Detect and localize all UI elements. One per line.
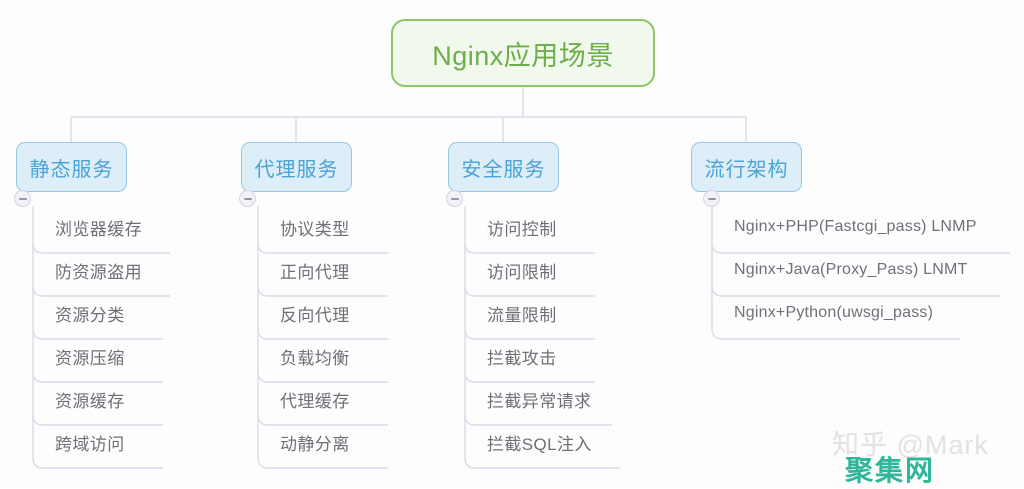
leaf-node-label: 资源压缩 (55, 348, 125, 368)
leaf-node[interactable]: 流量限制 (487, 298, 557, 328)
minus-circle-icon (450, 197, 459, 200)
leaf-node[interactable]: 防资源盗用 (55, 255, 142, 285)
branch-node-label: 安全服务 (461, 158, 546, 181)
leaf-node[interactable]: Nginx+Java(Proxy_Pass) LNMT (734, 255, 967, 285)
leaf-node-label: 资源缓存 (55, 391, 125, 411)
leaf-node-label: 访问控制 (487, 219, 557, 239)
leaf-node-label: 流量限制 (487, 305, 557, 325)
branch-node-popular-architecture[interactable]: 流行架构 (691, 142, 802, 192)
collapse-toggle-proxy-service[interactable] (239, 190, 256, 207)
branch-node-label: 代理服务 (254, 158, 339, 181)
leaf-node-label: 反向代理 (280, 305, 350, 325)
leaf-node-label: 防资源盗用 (55, 262, 142, 282)
leaf-node[interactable]: 访问限制 (487, 255, 557, 285)
site-watermark: 聚集网 (845, 455, 936, 486)
leaf-node-label: 负载均衡 (280, 348, 350, 368)
branch-node-static-service[interactable]: 静态服务 (16, 142, 127, 192)
branch-node-security-service[interactable]: 安全服务 (448, 142, 559, 192)
leaf-node[interactable]: 访问控制 (487, 212, 557, 242)
leaf-node[interactable]: 协议类型 (280, 212, 350, 242)
leaf-node-label: 访问限制 (487, 262, 557, 282)
leaf-node[interactable]: Nginx+PHP(Fastcgi_pass) LNMP (734, 212, 977, 242)
leaf-node[interactable]: 跨域访问 (55, 427, 125, 457)
minus-circle-icon (18, 197, 27, 200)
branch-node-proxy-service[interactable]: 代理服务 (241, 142, 352, 192)
leaf-node-label: 拦截异常请求 (487, 391, 592, 411)
leaf-node[interactable]: 代理缓存 (280, 384, 350, 414)
minus-circle-icon (707, 197, 716, 200)
leaf-node[interactable]: 浏览器缓存 (55, 212, 142, 242)
collapse-toggle-popular-architecture[interactable] (703, 190, 720, 207)
leaf-node[interactable]: 资源压缩 (55, 341, 125, 371)
root-node-label: Nginx应用场景 (432, 40, 614, 71)
branch-node-label: 流行架构 (704, 158, 789, 181)
leaf-node[interactable]: 负载均衡 (280, 341, 350, 371)
leaf-node-label: 资源分类 (55, 305, 125, 325)
leaf-node[interactable]: 资源缓存 (55, 384, 125, 414)
leaf-node[interactable]: 反向代理 (280, 298, 350, 328)
leaf-node-label: Nginx+Python(uwsgi_pass) (734, 304, 934, 321)
leaf-node[interactable]: 资源分类 (55, 298, 125, 328)
collapse-toggle-security-service[interactable] (446, 190, 463, 207)
root-node[interactable]: Nginx应用场景 (391, 19, 655, 87)
leaf-node-label: 动静分离 (280, 434, 350, 454)
leaf-node-label: Nginx+PHP(Fastcgi_pass) LNMP (734, 218, 977, 235)
leaf-node[interactable]: 拦截SQL注入 (487, 427, 592, 457)
collapse-toggle-static-service[interactable] (14, 190, 31, 207)
leaf-node-label: 代理缓存 (280, 391, 350, 411)
leaf-node-label: 协议类型 (280, 219, 350, 239)
leaf-node-label: 拦截攻击 (487, 348, 557, 368)
leaf-node[interactable]: 拦截异常请求 (487, 384, 591, 414)
leaf-node-label: 跨域访问 (55, 434, 125, 454)
leaf-node[interactable]: 正向代理 (280, 255, 350, 285)
minus-circle-icon (243, 197, 252, 200)
leaf-node-label: Nginx+Java(Proxy_Pass) LNMT (734, 261, 968, 278)
leaf-node[interactable]: 动静分离 (280, 427, 350, 457)
branch-node-label: 静态服务 (29, 158, 114, 181)
leaf-node-label: 拦截SQL注入 (487, 434, 592, 454)
leaf-node[interactable]: Nginx+Python(uwsgi_pass) (734, 298, 933, 328)
leaf-node-label: 正向代理 (280, 262, 350, 282)
leaf-node-label: 浏览器缓存 (55, 219, 142, 239)
leaf-node[interactable]: 拦截攻击 (487, 341, 557, 371)
zhihu-watermark: 知乎 @Mark (832, 430, 989, 460)
